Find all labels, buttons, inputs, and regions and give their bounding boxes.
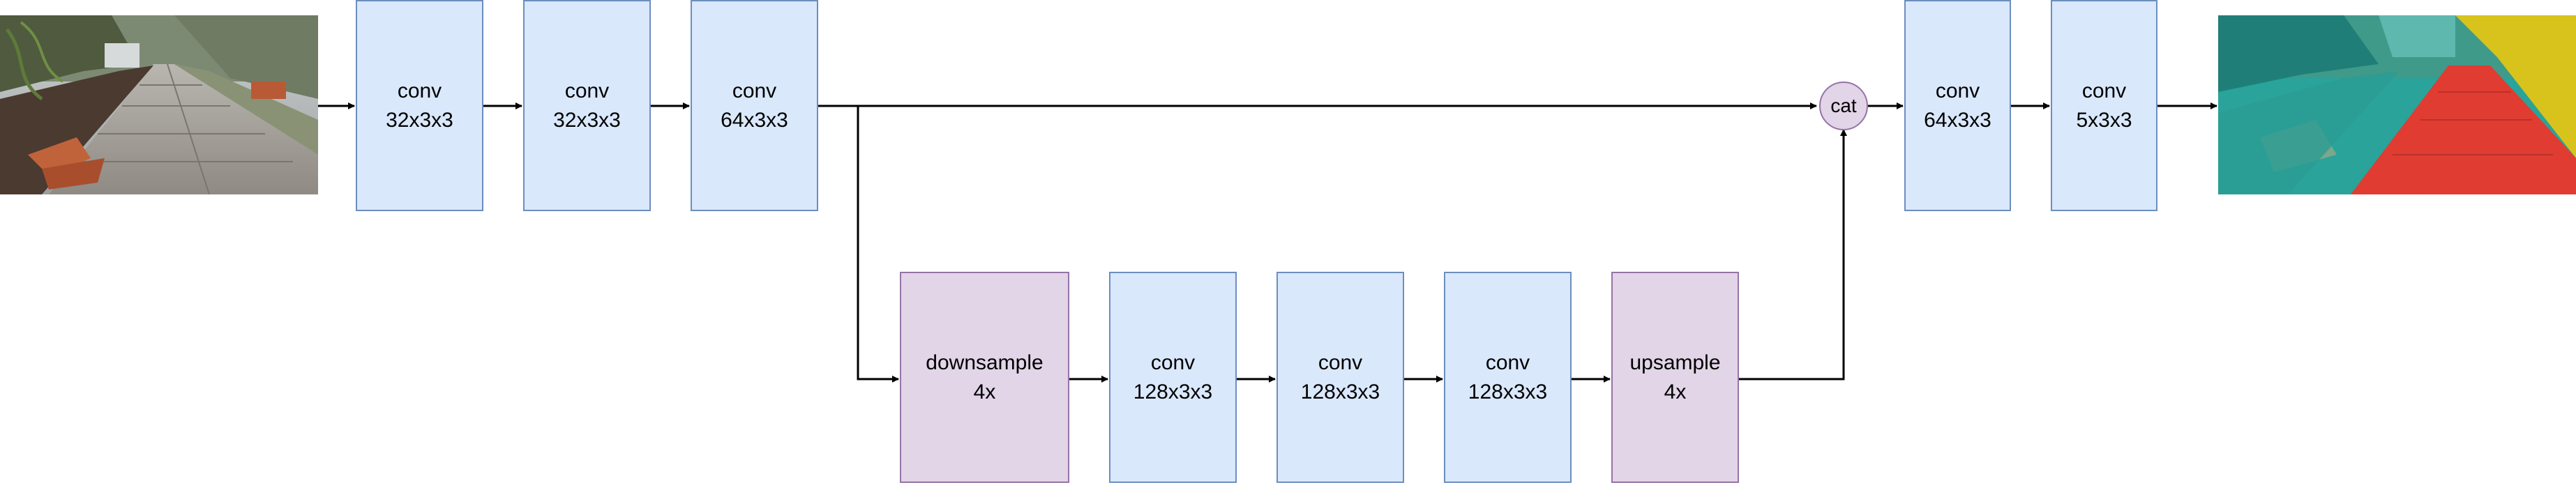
- conv-block-3-size: 64x3x3: [721, 108, 788, 132]
- upsample-block-factor: 4x: [1664, 380, 1687, 403]
- conv-block-8-size: 5x3x3: [2076, 108, 2132, 132]
- input-image: [0, 15, 318, 194]
- conv-block-2: conv 32x3x3: [523, 0, 651, 211]
- conv-block-8: conv 5x3x3: [2051, 0, 2157, 211]
- edge-upsample-cat: [1739, 129, 1847, 380]
- downsample-block-label: downsample: [926, 351, 1044, 374]
- conv-block-3-label: conv: [732, 79, 777, 102]
- concat-node-label: cat: [1830, 95, 1857, 116]
- conv-block-4-size: 128x3x3: [1133, 380, 1213, 403]
- downsample-block: downsample 4x: [900, 272, 1069, 483]
- conv-block-1-label: conv: [397, 79, 442, 102]
- conv-block-7-label: conv: [1935, 79, 1980, 102]
- conv-block-2-label: conv: [564, 79, 610, 102]
- conv-block-4-label: conv: [1150, 351, 1196, 374]
- conv-block-5-label: conv: [1318, 351, 1363, 374]
- conv-block-2-size: 32x3x3: [553, 108, 621, 132]
- conv-block-5: conv 128x3x3: [1276, 272, 1404, 483]
- conv-block-5-size: 128x3x3: [1300, 380, 1380, 403]
- conv-block-7: conv 64x3x3: [1904, 0, 2011, 211]
- conv-block-6-label: conv: [1485, 351, 1530, 374]
- upsample-block-label: upsample: [1629, 351, 1721, 374]
- conv-block-6-size: 128x3x3: [1468, 380, 1548, 403]
- concat-node: cat: [1819, 82, 1868, 130]
- conv-block-7-size: 64x3x3: [1924, 108, 1991, 132]
- edge-conv3-downsample: [857, 106, 899, 383]
- downsample-block-factor: 4x: [973, 380, 996, 403]
- upsample-block: upsample 4x: [1611, 272, 1739, 483]
- conv-block-6: conv 128x3x3: [1444, 272, 1572, 483]
- conv-block-8-label: conv: [2081, 79, 2127, 102]
- conv-block-3: conv 64x3x3: [691, 0, 818, 211]
- conv-block-4: conv 128x3x3: [1109, 272, 1237, 483]
- conv-block-1: conv 32x3x3: [356, 0, 483, 211]
- conv-block-1-size: 32x3x3: [386, 108, 453, 132]
- output-segmentation-image: [2218, 15, 2576, 194]
